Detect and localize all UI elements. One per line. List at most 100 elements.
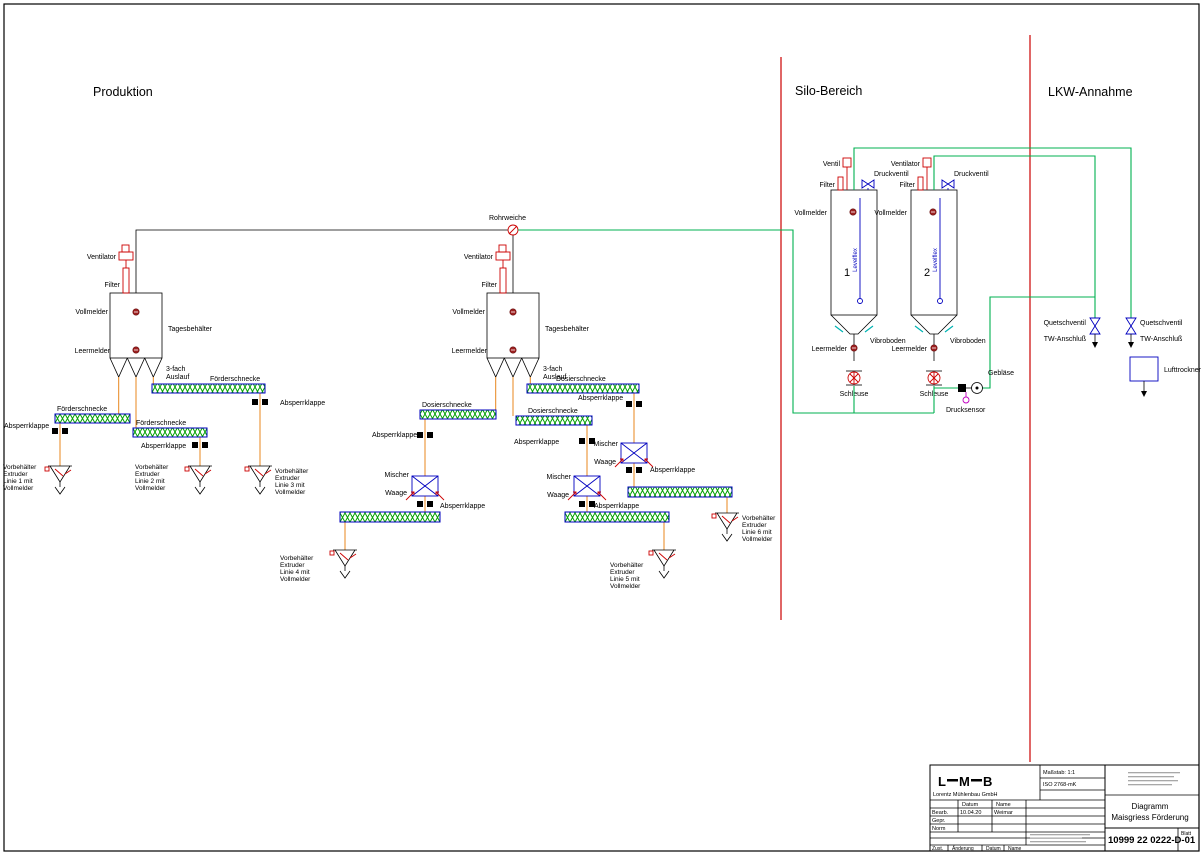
svg-text:Extruder: Extruder [3, 471, 28, 478]
blatt-label: Blatt [1181, 831, 1192, 837]
section-title-silo: Silo-Bereich [795, 84, 862, 98]
svg-text:Vorbehälter: Vorbehälter [280, 555, 314, 562]
svg-text:Vollmelder: Vollmelder [610, 583, 641, 590]
drawing-title-line1: Diagramm [1132, 802, 1169, 811]
bearb-datum: 10.04.20 [960, 810, 981, 816]
col-datum: Datum [962, 802, 979, 808]
section-title-lkw: LKW-Annahme [1048, 85, 1133, 99]
dosierschnecke-m [515, 415, 593, 426]
label-absperrklappe-m1: Absperrklappe [514, 439, 559, 446]
svg-text:L: L [938, 774, 946, 789]
label-quetschventil-1: Quetschventil [1044, 320, 1087, 327]
title-block: L M B Lorentz Mühlenbau GmbH Maßstab: 1:… [929, 764, 1200, 852]
label-waage-3: Waage [594, 459, 616, 466]
pipe-silo1-lkw [853, 147, 1132, 318]
foerderschnecke-linie5 [564, 511, 670, 523]
svg-text:M: M [959, 774, 970, 789]
bin2-product-lines [344, 377, 728, 550]
label-mischer-1: Mischer [384, 472, 409, 479]
label-vorbehaelter-linie2: Vorbehälter Extruder Linie 2 mit Vollmel… [135, 464, 169, 492]
bearb-name: Weimar [994, 810, 1013, 816]
label-rohrweiche: Rohrweiche [489, 215, 526, 222]
scale-field: Maßstab: 1:1 [1043, 770, 1075, 776]
pipe-silo2-lkw [933, 155, 1096, 318]
rev-zust: Zust. [932, 846, 943, 852]
pipe-geblaese-riser [982, 296, 1095, 389]
svg-text:Extruder: Extruder [742, 522, 767, 529]
svg-text:Vollmelder: Vollmelder [275, 489, 306, 496]
company-logo: L M B Lorentz Mühlenbau GmbH [933, 774, 998, 798]
bin1-product-lines [59, 377, 261, 466]
label-ventil-silo1: Ventil [823, 161, 841, 168]
label-foerderschnecke-a: Förderschnecke [210, 376, 260, 383]
label-absperrklappe-c: Absperrklappe [141, 443, 186, 450]
svg-text:Linie 2 mit: Linie 2 mit [135, 478, 165, 485]
silo-1-number: 1 [844, 267, 850, 279]
svg-text:B: B [983, 774, 992, 789]
drucksensor: Drucksensor [946, 392, 986, 414]
label-absperrklappe-l2: Absperrklappe [440, 503, 485, 510]
row-bearb: Bearb. [932, 810, 949, 816]
lkw-area: Quetschventil TW-Anschluß Quetschventil … [1044, 317, 1202, 397]
svg-text:Extruder: Extruder [280, 562, 305, 569]
svg-text:Vollmelder: Vollmelder [742, 536, 773, 543]
svg-text:Vollmelder: Vollmelder [135, 485, 166, 492]
pipe-silo-to-rohrweiche [518, 229, 934, 414]
label-dosierschnecke-l: Dosierschnecke [422, 402, 472, 409]
svg-text:Vorbehälter: Vorbehälter [742, 515, 776, 522]
label-tw-anschluss-2: TW-Anschluß [1140, 336, 1182, 343]
foerderschnecke-a [151, 383, 266, 394]
silo-2-number: 2 [924, 267, 930, 279]
label-quetschventil-2: Quetschventil [1140, 320, 1183, 327]
mischer-3 [614, 442, 654, 468]
company-name: Lorentz Mühlenbau GmbH [933, 792, 998, 798]
label-vorbehaelter-linie6: Vorbehälter Extruder Linie 6 mit Vollmel… [742, 515, 776, 543]
row-gepr: Gepr. [932, 818, 946, 824]
rev-datum: Datum [986, 846, 1001, 852]
foerderschnecke-c [132, 427, 208, 438]
drawing-title-line2: Maisgriess Förderung [1111, 813, 1188, 822]
label-waage-2: Waage [547, 492, 569, 499]
rohrweiche: Rohrweiche [135, 215, 526, 293]
svg-text:Extruder: Extruder [610, 569, 635, 576]
label-absperrklappe-r2: Absperrklappe [650, 467, 695, 474]
label-waage-1: Waage [385, 490, 407, 497]
tolerance-field: ISO 2768-mK [1043, 782, 1077, 788]
dosierschnecke-r [526, 383, 640, 394]
geblaese: Gebläse [958, 370, 1014, 394]
svg-text:Extruder: Extruder [135, 471, 160, 478]
label-absperrklappe-m2: Absperrklappe [594, 503, 639, 510]
lufttrockner: Lufttrockner [1129, 356, 1202, 397]
label-vorbehaelter-linie4: Vorbehälter Extruder Linie 4 mit Vollmel… [280, 555, 314, 583]
svg-text:Linie 4 mit: Linie 4 mit [280, 569, 310, 576]
label-absperrklappe-b: Absperrklappe [4, 423, 49, 430]
pipe-schleuse-drops [853, 386, 935, 413]
foerderschnecke-linie4 [339, 511, 441, 523]
svg-text:Linie 3 mit: Linie 3 mit [275, 482, 305, 489]
mischer-1 [405, 475, 445, 501]
label-ventilator-silo2: Ventilator [891, 161, 921, 168]
label-absperrklappe-l1: Absperrklappe [372, 432, 417, 439]
silo-1-ventil: Ventil [823, 157, 852, 190]
svg-text:Vorbehälter: Vorbehälter [3, 464, 37, 471]
label-drucksensor: Drucksensor [946, 407, 986, 414]
label-lufttrockner: Lufttrockner [1164, 367, 1202, 374]
label-vorbehaelter-linie5: Vorbehälter Extruder Linie 5 mit Vollmel… [610, 562, 644, 590]
label-tw-anschluss-1: TW-Anschluß [1044, 336, 1086, 343]
label-foerderschnecke-c: Förderschnecke [136, 420, 186, 427]
label-absperrklappe-a: Absperrklappe [280, 400, 325, 407]
silo-2-ventilator: Ventilator [891, 157, 932, 190]
svg-text:Extruder: Extruder [275, 475, 300, 482]
foerderschnecke-b [54, 413, 131, 424]
produktion-area: Rohrweiche Förderschnecke Förderschnecke… [3, 215, 934, 590]
foerderschnecke-linie6 [627, 486, 733, 498]
label-mischer-2: Mischer [546, 474, 571, 481]
svg-text:Linie 6 mit: Linie 6 mit [742, 529, 772, 536]
dosierschnecke-l [419, 409, 497, 420]
svg-text:Linie 1 mit: Linie 1 mit [3, 478, 33, 485]
svg-text:Vorbehälter: Vorbehälter [610, 562, 644, 569]
col-name: Name [996, 802, 1011, 808]
label-foerderschnecke-b: Förderschnecke [57, 406, 107, 413]
